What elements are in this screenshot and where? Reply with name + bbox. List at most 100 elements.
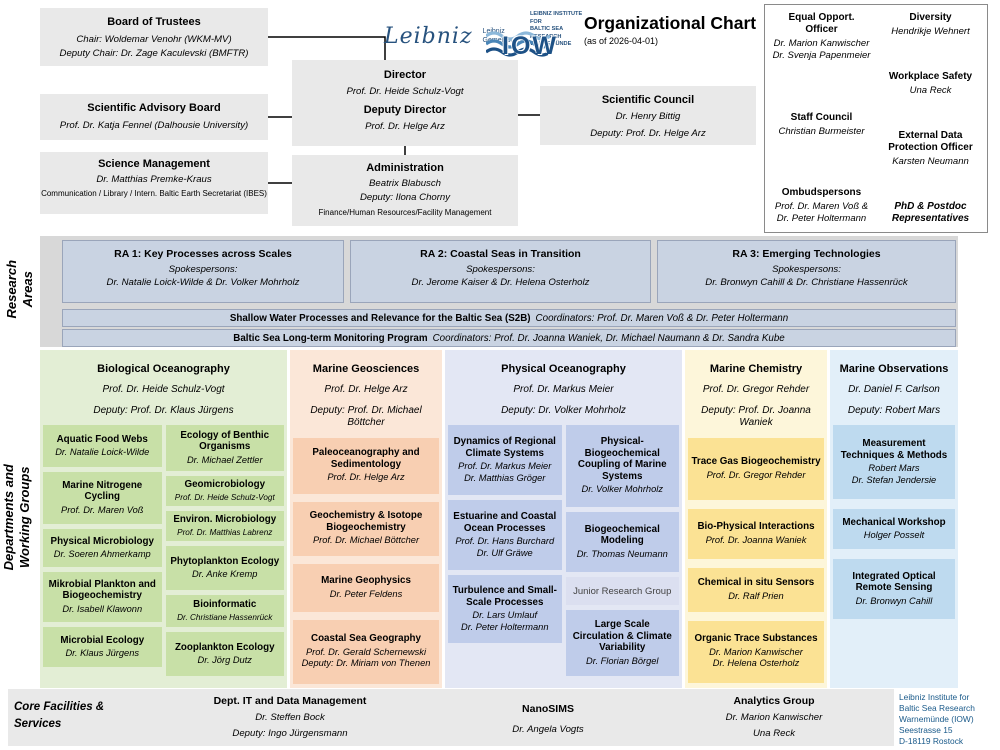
department-biological-oceanography: Biological Oceanography Prof. Dr. Heide … <box>40 350 287 688</box>
group-title: Ecology of Benthic Organisms <box>180 429 270 453</box>
working-group: Integrated Optical Remote Sensing Dr. Br… <box>833 559 955 620</box>
departments-side-label: Departments and Working Groups <box>0 464 32 571</box>
officer-title: Workplace Safety <box>888 71 973 82</box>
working-group: Turbulence and Small-Scale Processes Dr.… <box>448 575 562 644</box>
officer-names: Karsten Neumann <box>892 156 969 167</box>
group-names: Prof. Dr. Maren Voß <box>61 504 144 515</box>
core-item-title: Dept. IT and Data Management <box>213 695 367 707</box>
working-group: Phytoplankton Ecology Dr. Anke Kremp <box>165 546 284 591</box>
working-group: Aquatic Food Webs Dr. Natalie Loick-Wild… <box>43 425 162 468</box>
department-header: Biological Oceanography Prof. Dr. Heide … <box>43 353 284 417</box>
group-names: Dr. Isabell Klawonn <box>62 603 143 614</box>
group-title: Environ. Microbiology <box>173 514 277 526</box>
officer-names: Una Reck <box>909 85 952 96</box>
department-title: Marine Chemistry <box>709 363 803 375</box>
department-head: Prof. Dr. Heide Schulz-Vogt <box>102 384 225 396</box>
officers-column-left: Equal Opport. Officer Dr. Marion Kanwisc… <box>771 12 872 225</box>
group-title: Mechanical Workshop <box>842 516 946 528</box>
department-deputy: Deputy: Prof. Dr. Michael Böttcher <box>310 404 422 429</box>
box-deputy: Deputy: Prof. Dr. Helge Arz <box>590 127 706 139</box>
working-group: Biogeochemical Modeling Dr. Thomas Neuma… <box>565 512 679 573</box>
group-title: Large Scale Circulation & Climate Variab… <box>572 619 672 654</box>
administration-box: Administration Beatrix Blabusch Deputy: … <box>292 155 518 226</box>
group-names: Dr. Natalie Loick-Wilde <box>55 447 150 458</box>
officers-panel: Equal Opport. Officer Dr. Marion Kanwisc… <box>764 4 988 233</box>
iow-acronym: IOW <box>502 32 558 60</box>
ra-title: RA 3: Emerging Technologies <box>732 248 881 260</box>
box-names: Dr. Matthias Premke-Kraus <box>96 174 212 185</box>
group-title: Phytoplankton Ecology <box>170 555 280 567</box>
department-title: Marine Observations <box>839 363 949 375</box>
group-names: Prof. Dr. Markus Meier Dr. Matthias Grög… <box>458 461 552 483</box>
working-group: Trace Gas Biogeochemistry Prof. Dr. Greg… <box>688 437 824 500</box>
department-head: Prof. Dr. Gregor Rehder <box>702 384 810 396</box>
group-names: Dr. Jörg Dutz <box>197 655 252 666</box>
deputy-director-title: Deputy Director <box>363 103 447 116</box>
group-column: Trace Gas Biogeochemistry Prof. Dr. Greg… <box>688 437 824 683</box>
working-group: Chemical in situ Sensors Dr. Ralf Prien <box>688 567 824 612</box>
officer-title: Ombudspersons <box>781 187 862 199</box>
officer-names: Dr. Marion Kanwischer Dr. Svenja Papenme… <box>772 38 871 61</box>
group-names: Prof. Dr. Helge Arz <box>327 472 405 483</box>
box-title: Administration <box>366 162 444 174</box>
working-group: Microbial Ecology Dr. Klaus Jürgens <box>43 627 162 668</box>
department-head: Prof. Dr. Markus Meier <box>513 384 614 396</box>
working-group: Dynamics of Regional Climate Systems Pro… <box>448 425 562 496</box>
group-title: Chemical in situ Sensors <box>697 577 815 589</box>
iow-waves-icon <box>486 31 550 57</box>
page-title: Organizational Chart <box>584 13 757 33</box>
department-header: Marine Observations Dr. Daniel F. Carlso… <box>833 353 955 417</box>
group-title: Integrated Optical Remote Sensing <box>852 570 936 594</box>
phd-postdoc-representatives: PhD & Postdoc Representatives <box>880 201 981 225</box>
group-column: Measurement Techniques & Methods Robert … <box>833 425 955 620</box>
officer-workplace-safety: Workplace Safety Una Reck <box>880 71 981 97</box>
group-names: Prof. Dr. Heide Schulz-Vogt <box>174 492 275 502</box>
department-marine-observations: Marine Observations Dr. Daniel F. Carlso… <box>830 350 958 688</box>
group-column-left: Aquatic Food Webs Dr. Natalie Loick-Wild… <box>43 425 162 676</box>
department-deputy: Deputy: Prof. Dr. Klaus Jürgens <box>93 404 234 416</box>
working-group: Measurement Techniques & Methods Robert … <box>833 425 955 500</box>
core-item-title: Analytics Group <box>733 695 815 707</box>
group-names: Holger Posselt <box>863 530 925 541</box>
department-physical-oceanography: Physical Oceanography Prof. Dr. Markus M… <box>445 350 682 688</box>
group-names: Dr. Klaus Jürgens <box>65 648 140 659</box>
box-deputy: Deputy: Ilona Chorny <box>359 191 451 203</box>
program-title: Baltic Sea Long-term Monitoring Program <box>233 332 428 344</box>
core-item-analytics-group: Analytics Group Dr. Marion Kanwischer Un… <box>664 695 884 743</box>
box-names: Beatrix Blabusch <box>369 178 441 189</box>
core-facilities-band <box>8 689 894 746</box>
ra-title: RA 1: Key Processes across Scales <box>114 248 292 260</box>
department-marine-chemistry: Marine Chemistry Prof. Dr. Gregor Rehder… <box>685 350 827 688</box>
officer-title: Diversity <box>909 12 952 23</box>
research-area-1: RA 1: Key Processes across Scales Spokes… <box>62 240 344 303</box>
core-item-names: Dr. Angela Vogts <box>512 724 584 735</box>
box-title: Scientific Council <box>601 94 695 106</box>
director-title: Director <box>383 69 427 81</box>
group-column-right: Physical-Biogeochemical Coupling of Mari… <box>565 425 679 677</box>
group-names: Dr. Peter Feldens <box>329 588 403 599</box>
working-group: Geochemistry & Isotope Biogeochemistry P… <box>293 501 439 556</box>
group-names: Dr. Lars Umlauf Dr. Peter Holtermann <box>461 610 549 632</box>
group-names: Dr. Volker Mohrholz <box>581 484 663 495</box>
department-deputy: Deputy: Robert Mars <box>847 404 941 416</box>
box-title: Science Management <box>98 158 210 170</box>
core-item-title: NanoSIMS <box>522 703 574 715</box>
institute-address: Leibniz Institute for Baltic Sea Researc… <box>899 692 975 746</box>
officer-title: Equal Opport. Officer <box>788 12 855 35</box>
director-name: Prof. Dr. Heide Schulz-Vogt <box>346 86 464 97</box>
officer-title: PhD & Postdoc Representatives <box>891 201 970 224</box>
group-names: Dr. Marion Kanwischer Dr. Helena Osterho… <box>709 646 803 669</box>
scientific-council-box: Scientific Council Dr. Henry Bittig Depu… <box>540 86 756 145</box>
ra-title: RA 2: Coastal Seas in Transition <box>420 248 581 260</box>
working-group: Bio-Physical Interactions Prof. Dr. Joan… <box>688 508 824 559</box>
board-of-trustees-box: Board of Trustees Chair: Woldemar Venohr… <box>40 8 268 66</box>
officer-title: Staff Council <box>790 111 853 123</box>
group-names: Prof. Dr. Joanna Waniek <box>705 534 807 545</box>
working-group: Mikrobial Plankton and Biogeochemistry D… <box>43 572 162 623</box>
officer-title: External Data Protection Officer <box>888 130 973 153</box>
group-title: Mikrobial Plankton and Biogeochemistry <box>48 578 156 602</box>
working-group: Geomicrobiology Prof. Dr. Heide Schulz-V… <box>165 476 284 507</box>
program-coordinators: Coordinators: Prof. Dr. Joanna Waniek, D… <box>432 332 785 344</box>
